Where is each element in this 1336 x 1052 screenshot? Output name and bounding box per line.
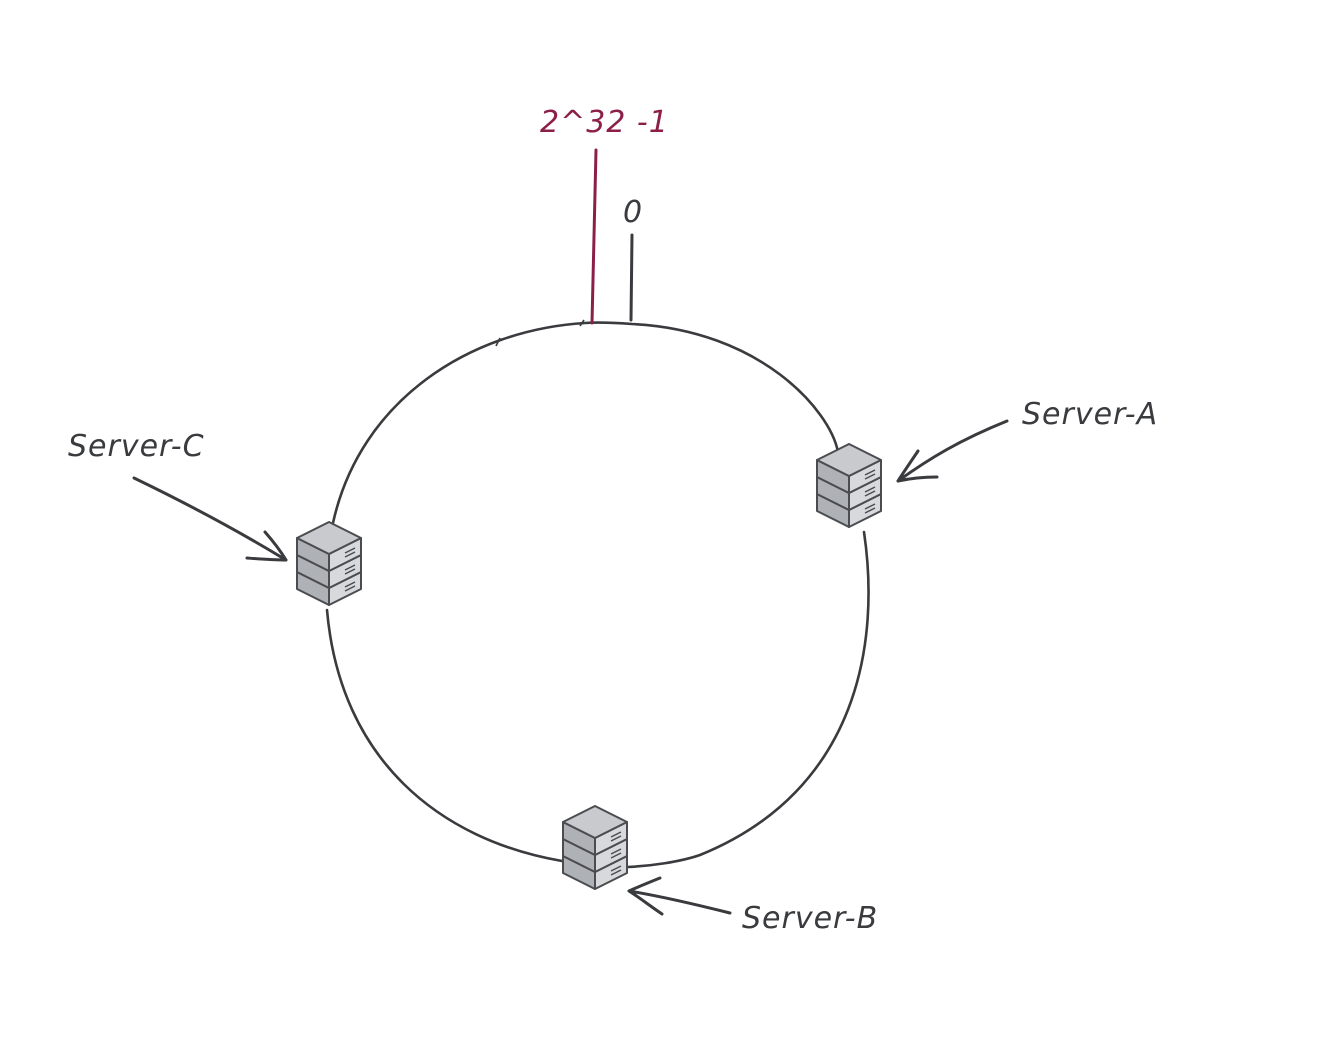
server-c-label: Server-C (68, 429, 205, 464)
server-a-icon (817, 444, 881, 527)
server-c-arrow (132, 476, 288, 562)
server-c-icon (297, 522, 361, 605)
server-b-label: Server-B (742, 901, 878, 936)
server-a-node (817, 444, 881, 527)
server-a-label: Server-A (1022, 397, 1158, 432)
hash-ring (325, 321, 870, 869)
max-hash-label: 2^32 -1 (540, 105, 669, 140)
server-c-node (297, 522, 361, 605)
server-b-icon (563, 806, 627, 889)
server-a-arrow (896, 419, 1009, 483)
zero-label: 0 (623, 195, 643, 230)
ring-sketch-mark (495, 319, 585, 347)
max-hash-marker-line (590, 148, 598, 325)
server-b-node (563, 806, 627, 889)
server-b-arrow (627, 876, 732, 916)
zero-marker-line (629, 233, 634, 322)
